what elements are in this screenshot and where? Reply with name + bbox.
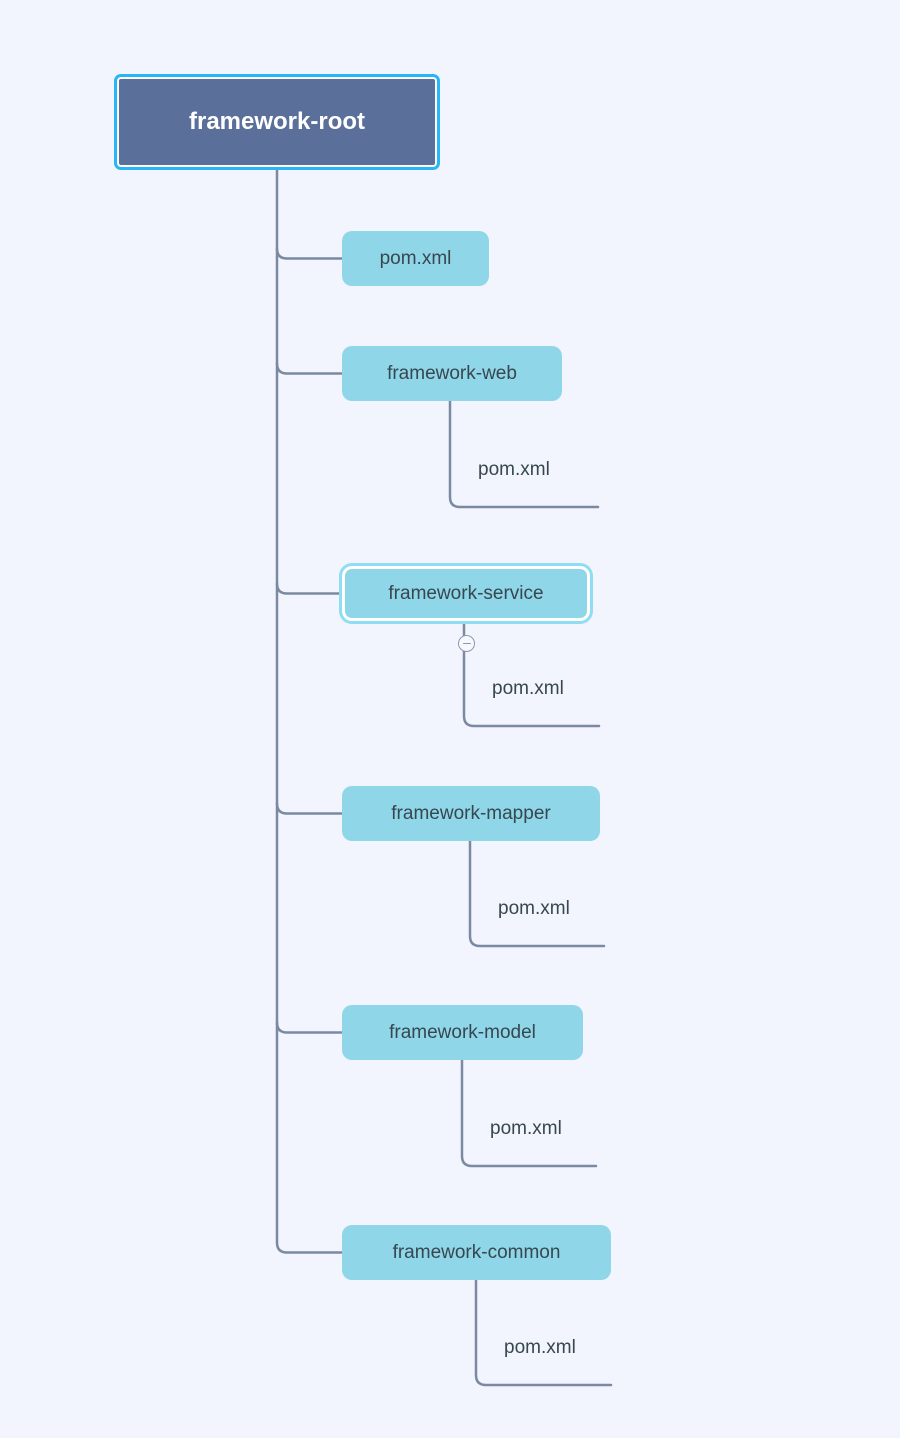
node-leaf-pom-xml[interactable]: pom.xml [488, 675, 564, 703]
node-leaf-pom-xml[interactable]: pom.xml [494, 895, 570, 923]
minus-circle-icon[interactable] [458, 635, 475, 652]
node-label: framework-model [389, 1021, 536, 1043]
branch-elbow [275, 802, 344, 815]
branch-elbow [275, 362, 344, 375]
branch-elbow [275, 247, 344, 260]
node-framework-mapper[interactable]: framework-mapper [342, 786, 600, 841]
node-leaf-pom-xml[interactable]: pom.xml [500, 1334, 576, 1362]
leaf-connector [468, 839, 606, 948]
branch-elbow-last [275, 1241, 344, 1254]
node-pom.xml[interactable]: pom.xml [342, 231, 489, 286]
node-root-label: framework-root [188, 108, 366, 135]
node-framework-model[interactable]: framework-model [342, 1005, 583, 1060]
node-framework-common[interactable]: framework-common [342, 1225, 611, 1280]
branch-elbow [275, 1021, 344, 1034]
node-leaf-label: pom.xml [490, 1118, 562, 1139]
node-label: pom.xml [379, 247, 452, 269]
node-leaf-label: pom.xml [504, 1337, 576, 1358]
node-label: framework-service [388, 582, 544, 604]
node-label: framework-mapper [391, 802, 551, 824]
node-label: framework-web [387, 362, 517, 384]
node-framework-service[interactable]: framework-service [342, 566, 590, 621]
node-root[interactable]: framework-root [117, 77, 437, 167]
node-leaf-pom-xml[interactable]: pom.xml [474, 456, 550, 484]
minus-bar [462, 642, 471, 645]
node-label: framework-common [392, 1241, 561, 1263]
node-leaf-label: pom.xml [498, 898, 570, 919]
branch-elbow [275, 582, 344, 595]
leaf-connector [462, 619, 601, 728]
leaf-connector [474, 1278, 613, 1387]
leaf-connector [448, 399, 600, 509]
node-framework-web[interactable]: framework-web [342, 346, 562, 401]
node-leaf-label: pom.xml [478, 459, 550, 480]
node-leaf-pom-xml[interactable]: pom.xml [486, 1115, 562, 1143]
leaf-connector [460, 1058, 598, 1168]
node-leaf-label: pom.xml [492, 678, 564, 699]
